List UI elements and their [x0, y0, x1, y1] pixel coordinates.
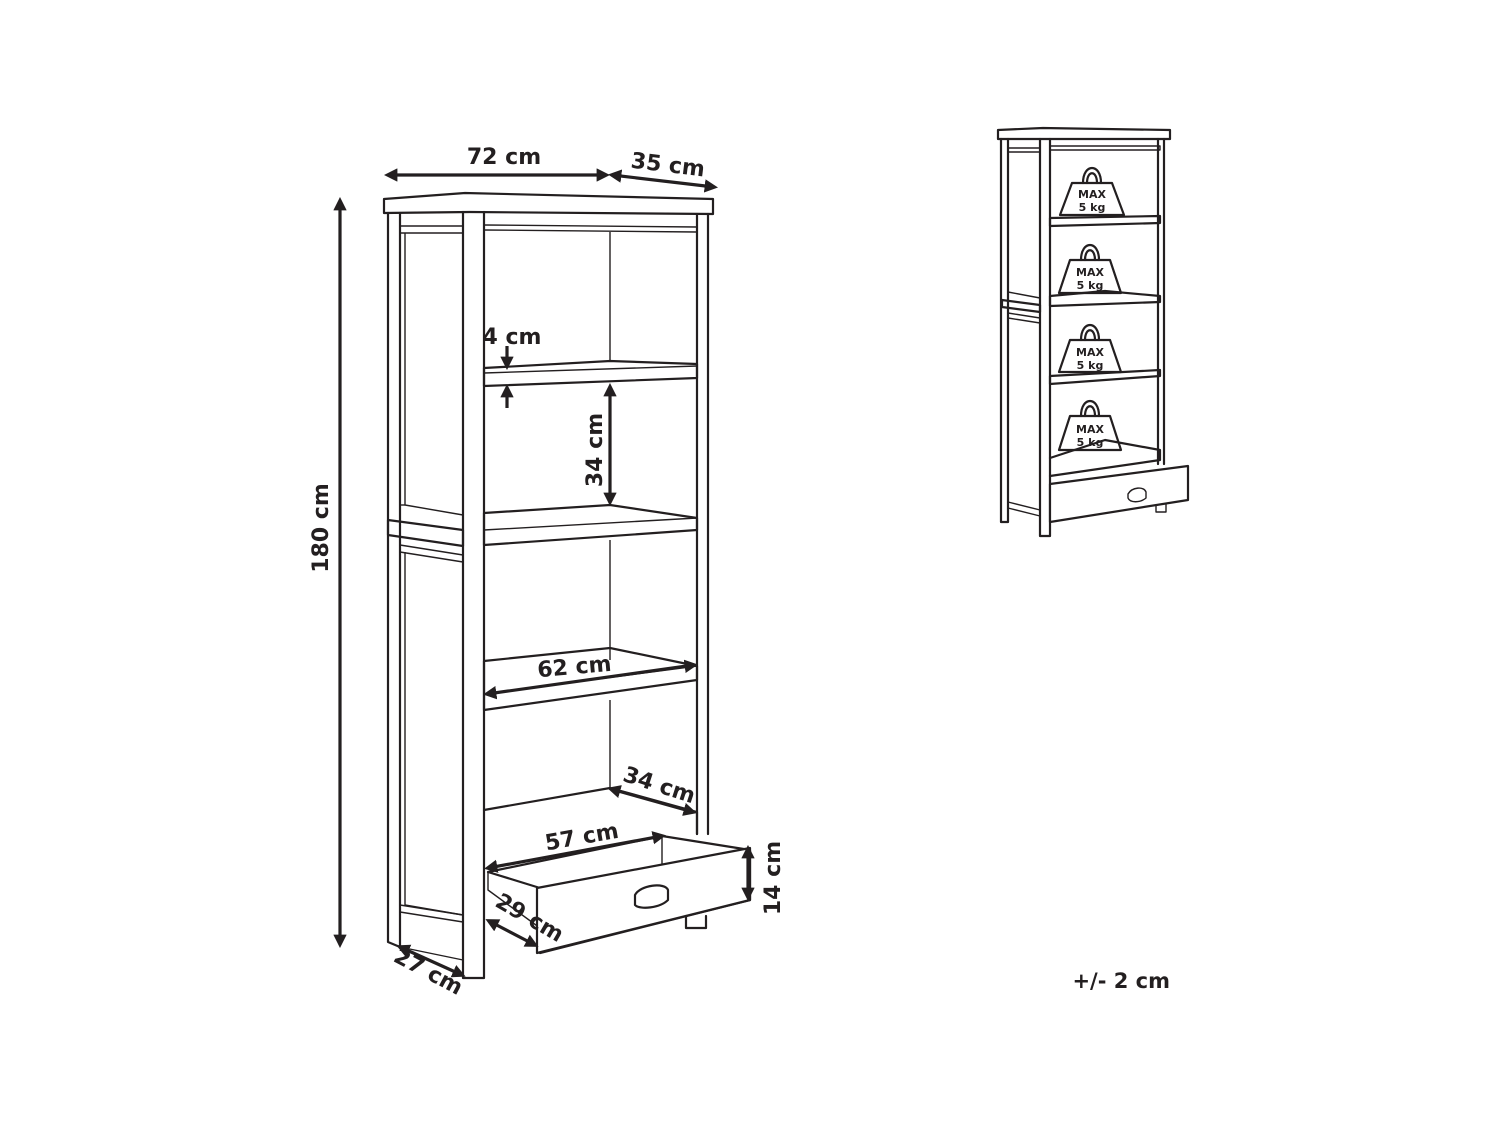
weight-max-label: MAX [1076, 423, 1104, 436]
weight-load-label: 5 kg [1079, 201, 1106, 214]
drawer-height-label: 14 cm [761, 841, 786, 915]
weight-icon: MAX 5 kg [1057, 243, 1123, 295]
depth-arrow [607, 169, 719, 193]
inner-width-arrow [483, 659, 698, 700]
bookcase-drawing [382, 191, 752, 980]
load-capacity-drawing [996, 126, 1190, 538]
drawer-depth-arrow [607, 785, 697, 816]
weight-icon: MAX 5 kg [1057, 323, 1123, 374]
weight-load-label: 5 kg [1077, 279, 1104, 292]
shelf-thickness-label: 4 cm [483, 325, 542, 350]
weight-max-label: MAX [1076, 346, 1104, 359]
weight-load-label: 5 kg [1077, 436, 1104, 449]
base-depth-arrow [396, 944, 466, 978]
weight-max-label: MAX [1078, 188, 1106, 201]
height-label: 180 cm [309, 483, 334, 573]
drawer-front-arrow [485, 919, 539, 947]
weight-icon: MAX 5 kg [1057, 399, 1123, 452]
weight-icon: MAX 5 kg [1058, 166, 1126, 217]
width-label: 72 cm [467, 145, 541, 170]
tolerance-note: +/- 2 cm [1072, 969, 1170, 993]
dimension-arrows [333, 168, 755, 978]
drawer-width-arrow [484, 831, 666, 873]
weight-max-label: MAX [1076, 266, 1104, 279]
weight-load-label: 5 kg [1077, 359, 1104, 372]
shelf-gap-label: 34 cm [583, 413, 608, 487]
